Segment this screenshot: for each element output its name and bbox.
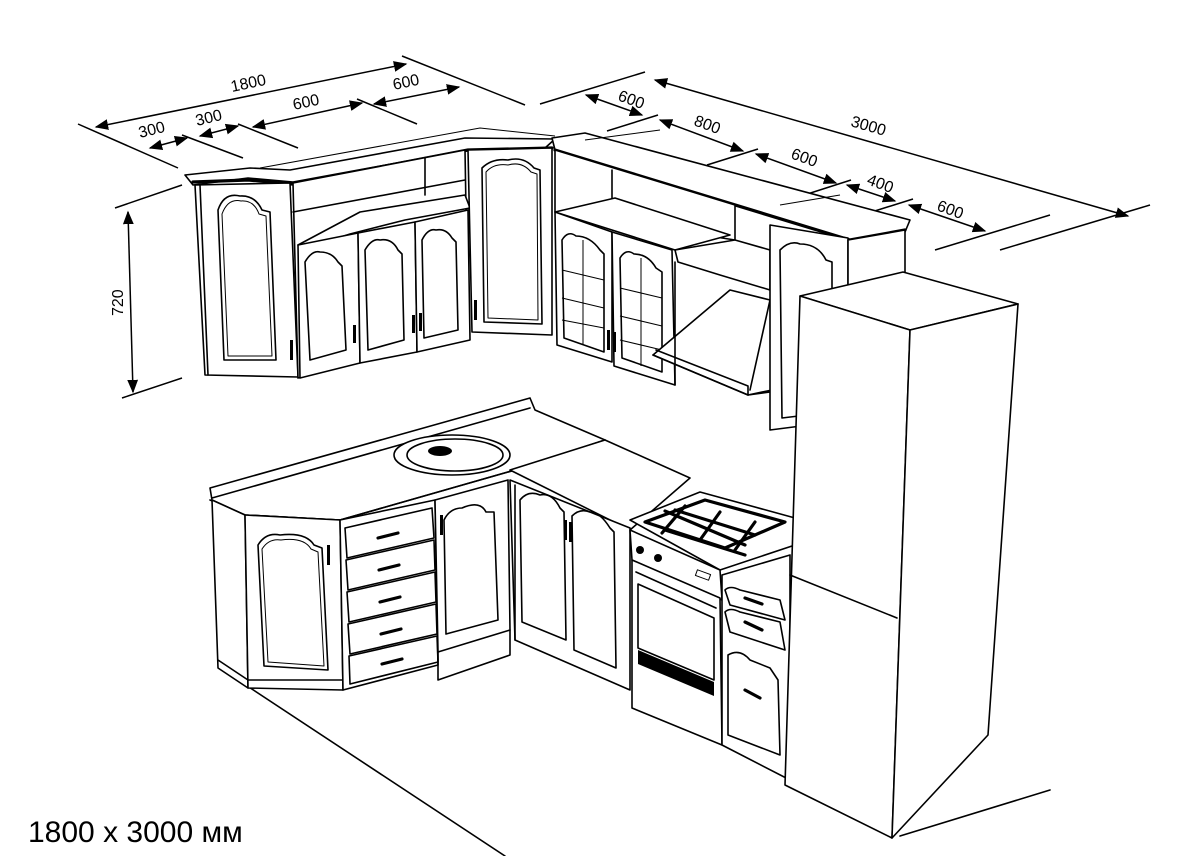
vent-icon (638, 650, 714, 696)
dim-arrow-600b (372, 84, 461, 107)
dim-label-600c: 600 (616, 88, 647, 113)
dim-arrow-300a (148, 135, 189, 151)
dim-label-3000: 3000 (849, 114, 888, 140)
oven-window (637, 583, 715, 681)
handle-icon (419, 313, 422, 331)
extension-line (181, 134, 244, 159)
corner-upper-cabinet (194, 182, 299, 378)
extension-line (934, 214, 1051, 251)
handle-icon (353, 325, 356, 343)
upper-corner-cabinet (467, 147, 553, 336)
dim-label-600e: 600 (935, 198, 966, 223)
floor-outline (219, 667, 1051, 856)
dim-arrow-600d (754, 153, 838, 184)
drawer-handle-icon (377, 563, 401, 572)
extension-line (121, 377, 183, 399)
dim-label-720: 720 (110, 289, 127, 316)
handle-icon (440, 515, 443, 535)
drawer-handle-icon (743, 596, 764, 700)
dim-arrow-1800 (94, 61, 408, 130)
extension-line (401, 55, 526, 106)
knob-icon[interactable] (654, 554, 662, 562)
handle-icon (412, 315, 415, 333)
handle-icon (607, 330, 610, 350)
fridge-front (891, 303, 1019, 839)
dimensions-caption: 1800 x 3000 мм (28, 816, 243, 849)
base-door (727, 651, 781, 756)
drawer-handle-icon (378, 595, 402, 604)
extension-line (77, 123, 179, 169)
knob-icon[interactable] (636, 546, 644, 554)
dim-arrow-3000 (653, 78, 1130, 218)
drawer-handle-icon (379, 627, 403, 636)
drawer-handle-icon (380, 657, 404, 666)
drawer[interactable] (346, 571, 437, 623)
drawers (344, 507, 439, 685)
refrigerator (784, 271, 1019, 839)
dim-arrow-720 (122, 210, 139, 394)
handle-icon (613, 332, 616, 352)
extension-line (237, 123, 299, 149)
upper-cabinets-right (551, 129, 911, 431)
extension-line (356, 98, 418, 125)
dim-label-1800: 1800 (229, 72, 267, 96)
drawer[interactable] (345, 539, 436, 591)
fridge-side (784, 295, 911, 839)
base-door (519, 492, 567, 641)
handle-icon (290, 340, 293, 360)
side-cabinet (721, 554, 791, 781)
sink (393, 434, 511, 476)
handle-icon (327, 545, 330, 565)
handle-icon (564, 520, 567, 540)
extension-line (706, 148, 759, 166)
extension-line (114, 184, 183, 209)
dim-arrow-800 (658, 119, 745, 152)
extension-line (999, 204, 1151, 251)
dim-label-300b: 300 (194, 107, 224, 130)
extension-line (539, 71, 646, 105)
handle-icon (474, 300, 477, 320)
drawer[interactable] (724, 586, 786, 621)
extension-line (606, 114, 659, 132)
fridge-door-split (789, 574, 898, 619)
dim-label-600b: 600 (391, 72, 421, 94)
handle-icon (569, 522, 572, 542)
display-icon (694, 569, 712, 581)
cabinet-door-panel (217, 194, 277, 361)
drawer[interactable] (344, 507, 435, 559)
burner-grates (643, 498, 787, 557)
drawer[interactable] (724, 608, 786, 651)
dim-label-300a: 300 (137, 119, 167, 142)
drawer-handle-icon (376, 531, 400, 540)
dim-arrow-300b (198, 123, 240, 139)
drain-icon (428, 446, 452, 456)
base-cabinets-right (509, 439, 691, 691)
dim-arrow-600a (251, 100, 364, 130)
dim-arrow-400 (845, 183, 897, 203)
dim-label-600a: 600 (291, 92, 321, 114)
dim-arrow-600c (584, 94, 644, 116)
base-door (571, 509, 617, 669)
dim-arrow-600e (907, 203, 987, 233)
